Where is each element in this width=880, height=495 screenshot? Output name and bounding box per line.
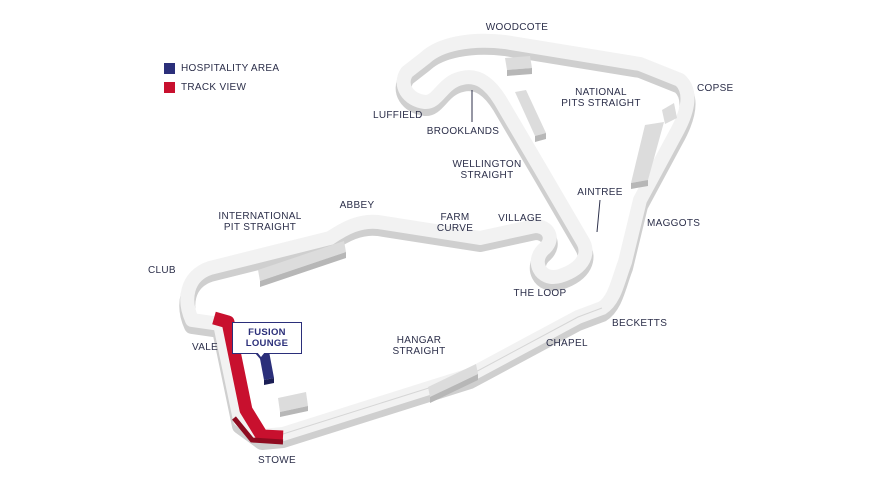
corner-luffield: LUFFIELD	[373, 110, 423, 121]
corner-hangar-straight: HANGAR STRAIGHT	[393, 335, 446, 357]
label-line: STRAIGHT	[392, 346, 446, 357]
building-national-pits	[515, 90, 546, 142]
legend-label: HOSPITALITY AREA	[181, 63, 280, 74]
legend-item-track-view: TRACK VIEW	[164, 78, 279, 97]
corner-maggots: MAGGOTS	[647, 218, 701, 229]
track-inner-edge	[282, 307, 603, 435]
building-international-pits	[258, 241, 346, 287]
building-woodcote	[505, 56, 532, 76]
callout-pointer-fill	[257, 352, 265, 357]
corner-becketts: BECKETTS	[612, 318, 668, 329]
corner-copse: COPSE	[697, 83, 734, 94]
corner-abbey: ABBEY	[339, 200, 375, 211]
label-line: HANGAR	[396, 335, 442, 346]
corner-woodcote: WOODCOTE	[485, 22, 549, 33]
corner-the-loop: THE LOOP	[513, 288, 567, 299]
label-line: PITS STRAIGHT	[561, 98, 641, 109]
label-line: PIT STRAIGHT	[223, 222, 297, 233]
track-view-swatch	[164, 82, 175, 93]
track-view-section	[212, 311, 284, 444]
corner-vale: VALE	[192, 342, 219, 353]
legend-label: TRACK VIEW	[181, 82, 247, 93]
corner-chapel: CHAPEL	[546, 338, 588, 349]
callout-line-1: FUSION	[248, 327, 286, 338]
legend: HOSPITALITY AREA TRACK VIEW	[164, 59, 279, 97]
building-hangar	[428, 364, 478, 403]
callout-line-2: LOUNGE	[245, 338, 289, 349]
track-surface	[180, 33, 695, 443]
track-view-side	[232, 416, 284, 445]
corner-brooklands: BROOKLANDS	[426, 126, 500, 137]
corner-national-pits-straight: NATIONAL PITS STRAIGHT	[561, 87, 640, 109]
corner-aintree: AINTREE	[577, 187, 623, 198]
building-copse	[631, 103, 677, 189]
corner-international-pit-straight: INTERNATIONAL PIT STRAIGHT	[218, 211, 301, 233]
label-line: WELLINGTON	[452, 159, 522, 170]
corner-club: CLUB	[148, 265, 176, 276]
corner-farm-curve: FARM CURVE	[437, 212, 473, 234]
fusion-lounge-callout[interactable]: FUSION LOUNGE	[232, 322, 302, 354]
label-line: FARM	[440, 212, 470, 223]
label-line: CURVE	[436, 223, 474, 234]
building-stowe	[278, 392, 308, 417]
corner-wellington-straight: WELLINGTON STRAIGHT	[453, 159, 522, 181]
corner-stowe: STOWE	[258, 455, 296, 466]
corner-village: VILLAGE	[498, 213, 542, 224]
label-line: INTERNATIONAL	[218, 211, 302, 222]
label-line: STRAIGHT	[460, 170, 514, 181]
hospitality-swatch	[164, 63, 175, 74]
aintree-leader	[596, 199, 601, 233]
label-line: NATIONAL	[575, 87, 627, 98]
legend-item-hospitality: HOSPITALITY AREA	[164, 59, 279, 78]
